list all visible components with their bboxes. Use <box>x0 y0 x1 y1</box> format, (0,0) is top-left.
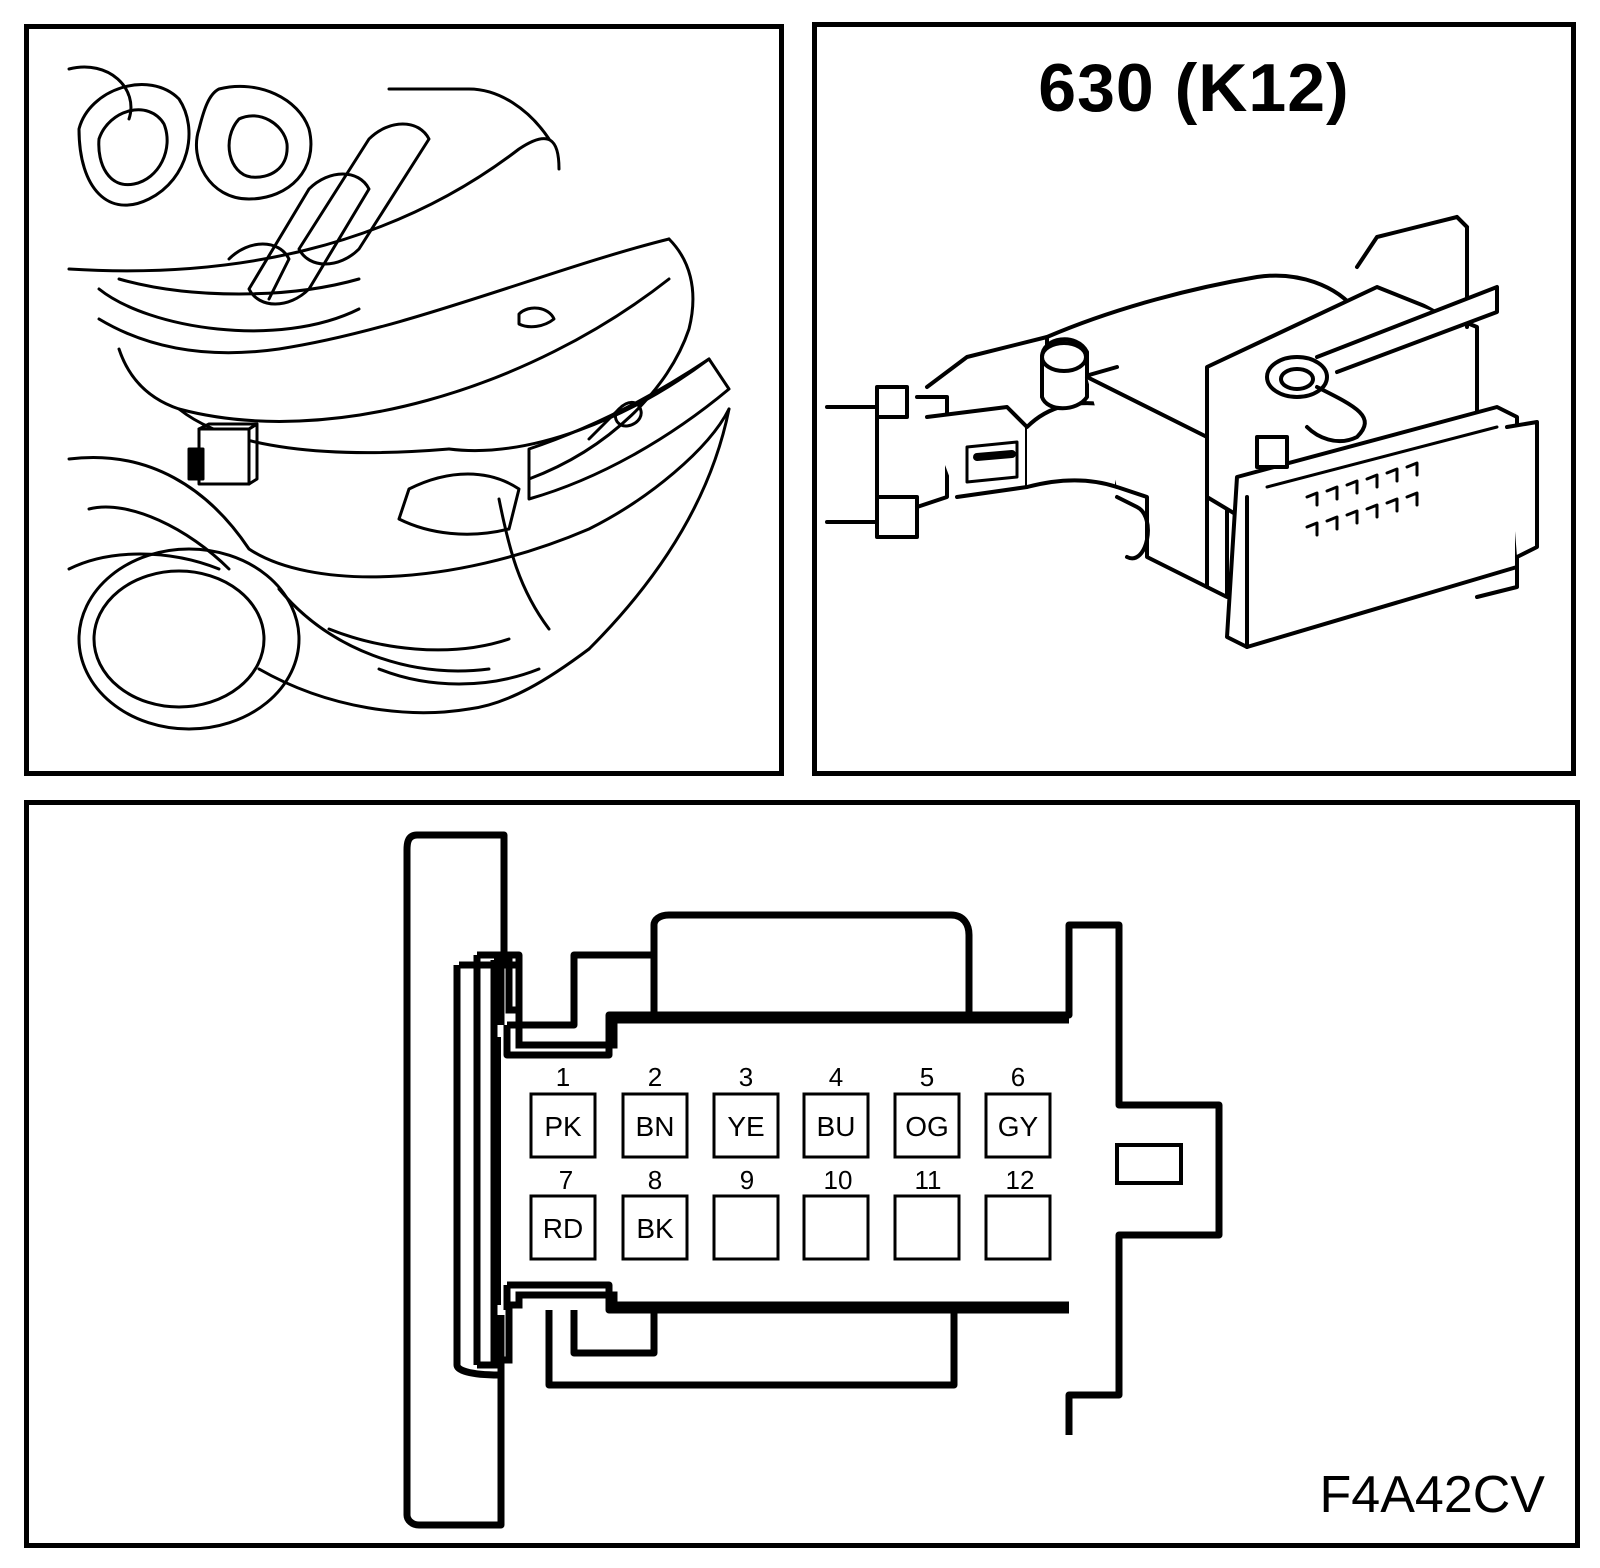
pin-grid: 1 PK 2 BN 3 YE 4 BU 5 OG 6 GY 7 RD 8 B <box>529 1062 1052 1261</box>
pin-cavity <box>621 1092 689 1159</box>
pin-wire-color: RD <box>543 1213 583 1244</box>
pin-number: 2 <box>648 1062 662 1092</box>
connector-title: 630 (K12) <box>1038 50 1350 126</box>
pin-number: 10 <box>824 1165 853 1195</box>
pin-wire-color: BK <box>636 1213 674 1244</box>
pin-number: 1 <box>556 1062 570 1092</box>
pin-number: 11 <box>915 1165 942 1195</box>
pin-cavity <box>529 1194 597 1261</box>
pin-number: 7 <box>559 1165 573 1195</box>
connector-isometric-illustration <box>825 215 1539 649</box>
pin-cavity <box>529 1092 597 1159</box>
pin-cavity <box>984 1194 1052 1261</box>
pin-layout-panel: 1 PK 2 BN 3 YE 4 BU 5 OG 6 GY 7 RD 8 B <box>24 800 1580 1548</box>
pin-number: 5 <box>920 1062 934 1092</box>
pin-wire-color: BU <box>817 1111 856 1142</box>
car-rear-illustration <box>67 65 731 731</box>
pin-cavity <box>984 1092 1052 1159</box>
pin-number: 6 <box>1011 1062 1025 1092</box>
pin-wire-color: OG <box>905 1111 949 1142</box>
pin-cavity <box>802 1092 870 1159</box>
pin-number: 12 <box>1006 1165 1035 1195</box>
pin-number: 3 <box>739 1062 753 1092</box>
pin-cavity <box>893 1092 961 1159</box>
pin-wire-color: PK <box>544 1111 582 1142</box>
pin-cavity <box>712 1092 780 1159</box>
connector-face-outline <box>403 831 1223 1529</box>
pin-wire-color: BN <box>636 1111 675 1142</box>
pin-cavity <box>621 1194 689 1261</box>
pin-number: 8 <box>648 1165 662 1195</box>
diagram-code: F4A42CV <box>1319 1466 1545 1524</box>
pin-wire-color: GY <box>998 1111 1039 1142</box>
pin-cavity <box>712 1194 780 1261</box>
pin-number: 9 <box>740 1165 754 1195</box>
pin-number: 4 <box>829 1062 843 1092</box>
pin-cavity <box>802 1194 870 1261</box>
connector-view-panel: 630 (K12) <box>812 22 1576 776</box>
pin-wire-color: YE <box>727 1111 764 1142</box>
car-location-panel <box>24 24 784 776</box>
pin-cavity <box>893 1194 961 1261</box>
